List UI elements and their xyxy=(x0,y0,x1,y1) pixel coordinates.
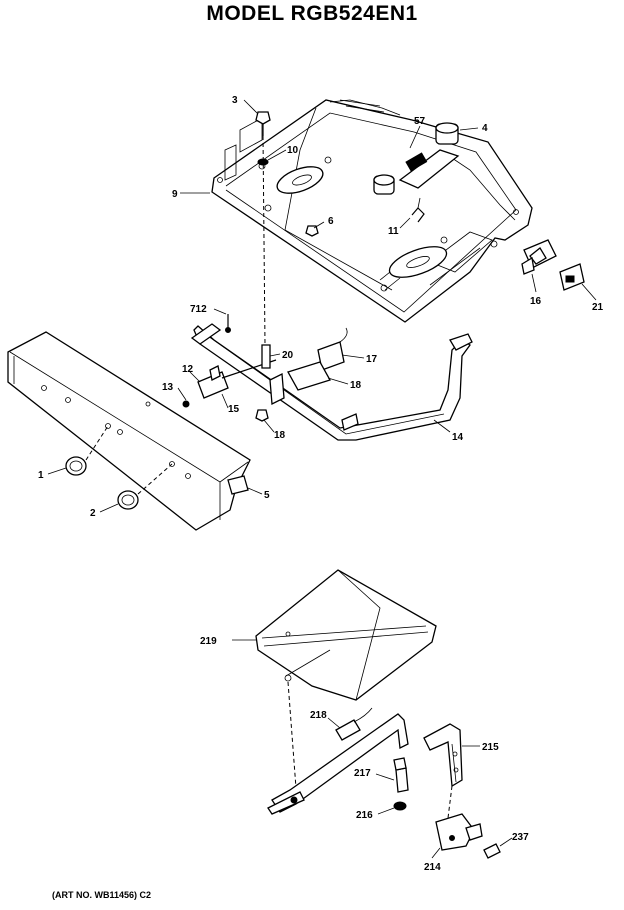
callout-10: 10 xyxy=(287,145,299,156)
callout-13: 13 xyxy=(162,382,174,393)
callout-217: 217 xyxy=(354,768,371,779)
igniter-218 xyxy=(335,707,373,741)
callout-712: 712 xyxy=(190,304,207,315)
bracket-215 xyxy=(423,723,463,788)
screw-6 xyxy=(305,225,319,237)
bracket-18 xyxy=(287,361,331,391)
callout-5: 5 xyxy=(264,490,270,501)
callout-218: 218 xyxy=(310,710,327,721)
callout-214: 214 xyxy=(424,862,441,873)
callout-4: 4 xyxy=(482,123,488,134)
broiler-burner-tube xyxy=(267,713,409,815)
control-panel-5 xyxy=(7,331,251,531)
ignition-module-17 xyxy=(317,327,348,371)
callout-21: 21 xyxy=(592,302,604,313)
screw-3 xyxy=(255,111,271,136)
valve-16 xyxy=(521,239,557,275)
callout-18-bracket: 18 xyxy=(350,380,362,391)
callout-labels: 3 10 57 4 9 6 11 16 21 712 20 17 12 13 1… xyxy=(38,95,604,873)
callout-216: 216 xyxy=(356,810,373,821)
alignment-line-knob-2 xyxy=(137,463,173,495)
callout-12: 12 xyxy=(182,364,194,375)
callout-215: 215 xyxy=(482,742,499,753)
screw-13 xyxy=(182,400,190,408)
screw-18 xyxy=(255,409,269,422)
art-number: (ART NO. WB11456) C2 xyxy=(52,890,152,900)
callout-1: 1 xyxy=(38,470,44,481)
grommet-216 xyxy=(393,801,407,811)
clip-217 xyxy=(393,757,409,793)
manifold-pipe xyxy=(190,323,473,441)
callout-17: 17 xyxy=(366,354,378,365)
callout-18-screw: 18 xyxy=(274,430,286,441)
diagram-title: MODEL RGB524EN1 xyxy=(206,2,418,25)
orifice-237 xyxy=(483,843,501,859)
callout-20: 20 xyxy=(282,350,294,361)
alignment-line-lower xyxy=(287,681,297,789)
burner-box-assembly xyxy=(211,99,533,323)
callout-11: 11 xyxy=(388,226,399,237)
callout-219: 219 xyxy=(200,636,217,647)
callout-57: 57 xyxy=(414,116,426,127)
orifice-20 xyxy=(261,344,271,369)
alignment-line-215 xyxy=(447,785,453,819)
knob-2 xyxy=(117,490,139,510)
broiler-shield-219 xyxy=(255,569,437,701)
callout-2: 2 xyxy=(90,508,96,519)
callout-237: 237 xyxy=(512,832,529,843)
callout-16: 16 xyxy=(530,296,542,307)
callout-15: 15 xyxy=(228,404,240,415)
valve-214 xyxy=(435,813,483,851)
callout-3: 3 xyxy=(232,95,238,106)
callout-9: 9 xyxy=(172,189,178,200)
callout-14: 14 xyxy=(452,432,464,443)
leader-lines xyxy=(47,99,597,859)
callout-6: 6 xyxy=(328,216,334,227)
screw-712 xyxy=(225,314,231,333)
knob-1 xyxy=(65,456,87,476)
switch-21 xyxy=(559,263,585,291)
grommet-10 xyxy=(257,158,269,166)
